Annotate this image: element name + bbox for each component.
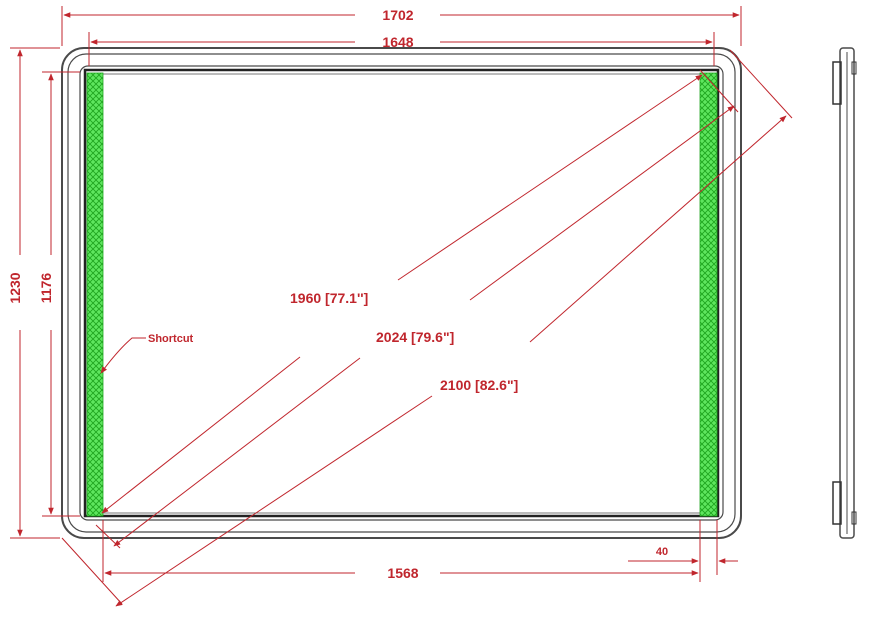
diagonal-2100-label: 2100 [82.6"] [440, 377, 518, 393]
dimension-outer-height: 1230 [7, 47, 60, 539]
diagonal-2024-label: 2024 [79.6"] [376, 329, 454, 345]
shortcut-callout: Shortcut [100, 333, 194, 374]
front-view-frame [61, 47, 742, 539]
active-width-label: 1648 [382, 34, 413, 50]
dimension-active-height: 1176 [38, 71, 80, 517]
diagonal-2100: 2100 [82.6"] [61, 49, 793, 607]
shortcut-strip-right [699, 72, 718, 517]
shortcut-strip-left [86, 72, 104, 517]
diagonal-1960-label: 1960 [77.1''] [290, 290, 368, 306]
outer-width-label: 1702 [382, 7, 413, 23]
bottom-width-label: 1568 [387, 565, 418, 581]
dimension-active-width: 1648 [88, 32, 715, 66]
shortcut-label: Shortcut [148, 333, 194, 345]
dimension-outer-width: 1702 [61, 6, 742, 46]
outer-height-label: 1230 [7, 272, 23, 303]
diagonal-1960: 1960 [77.1''] [101, 74, 703, 514]
dimension-strip-width: 40 [628, 520, 738, 575]
dimension-bottom-width: 1568 [102, 520, 701, 582]
side-view [832, 47, 857, 539]
active-height-label: 1176 [38, 273, 54, 304]
diagonal-2024: 2024 [79.6"] [95, 69, 739, 549]
strip-width-label: 40 [656, 546, 668, 558]
